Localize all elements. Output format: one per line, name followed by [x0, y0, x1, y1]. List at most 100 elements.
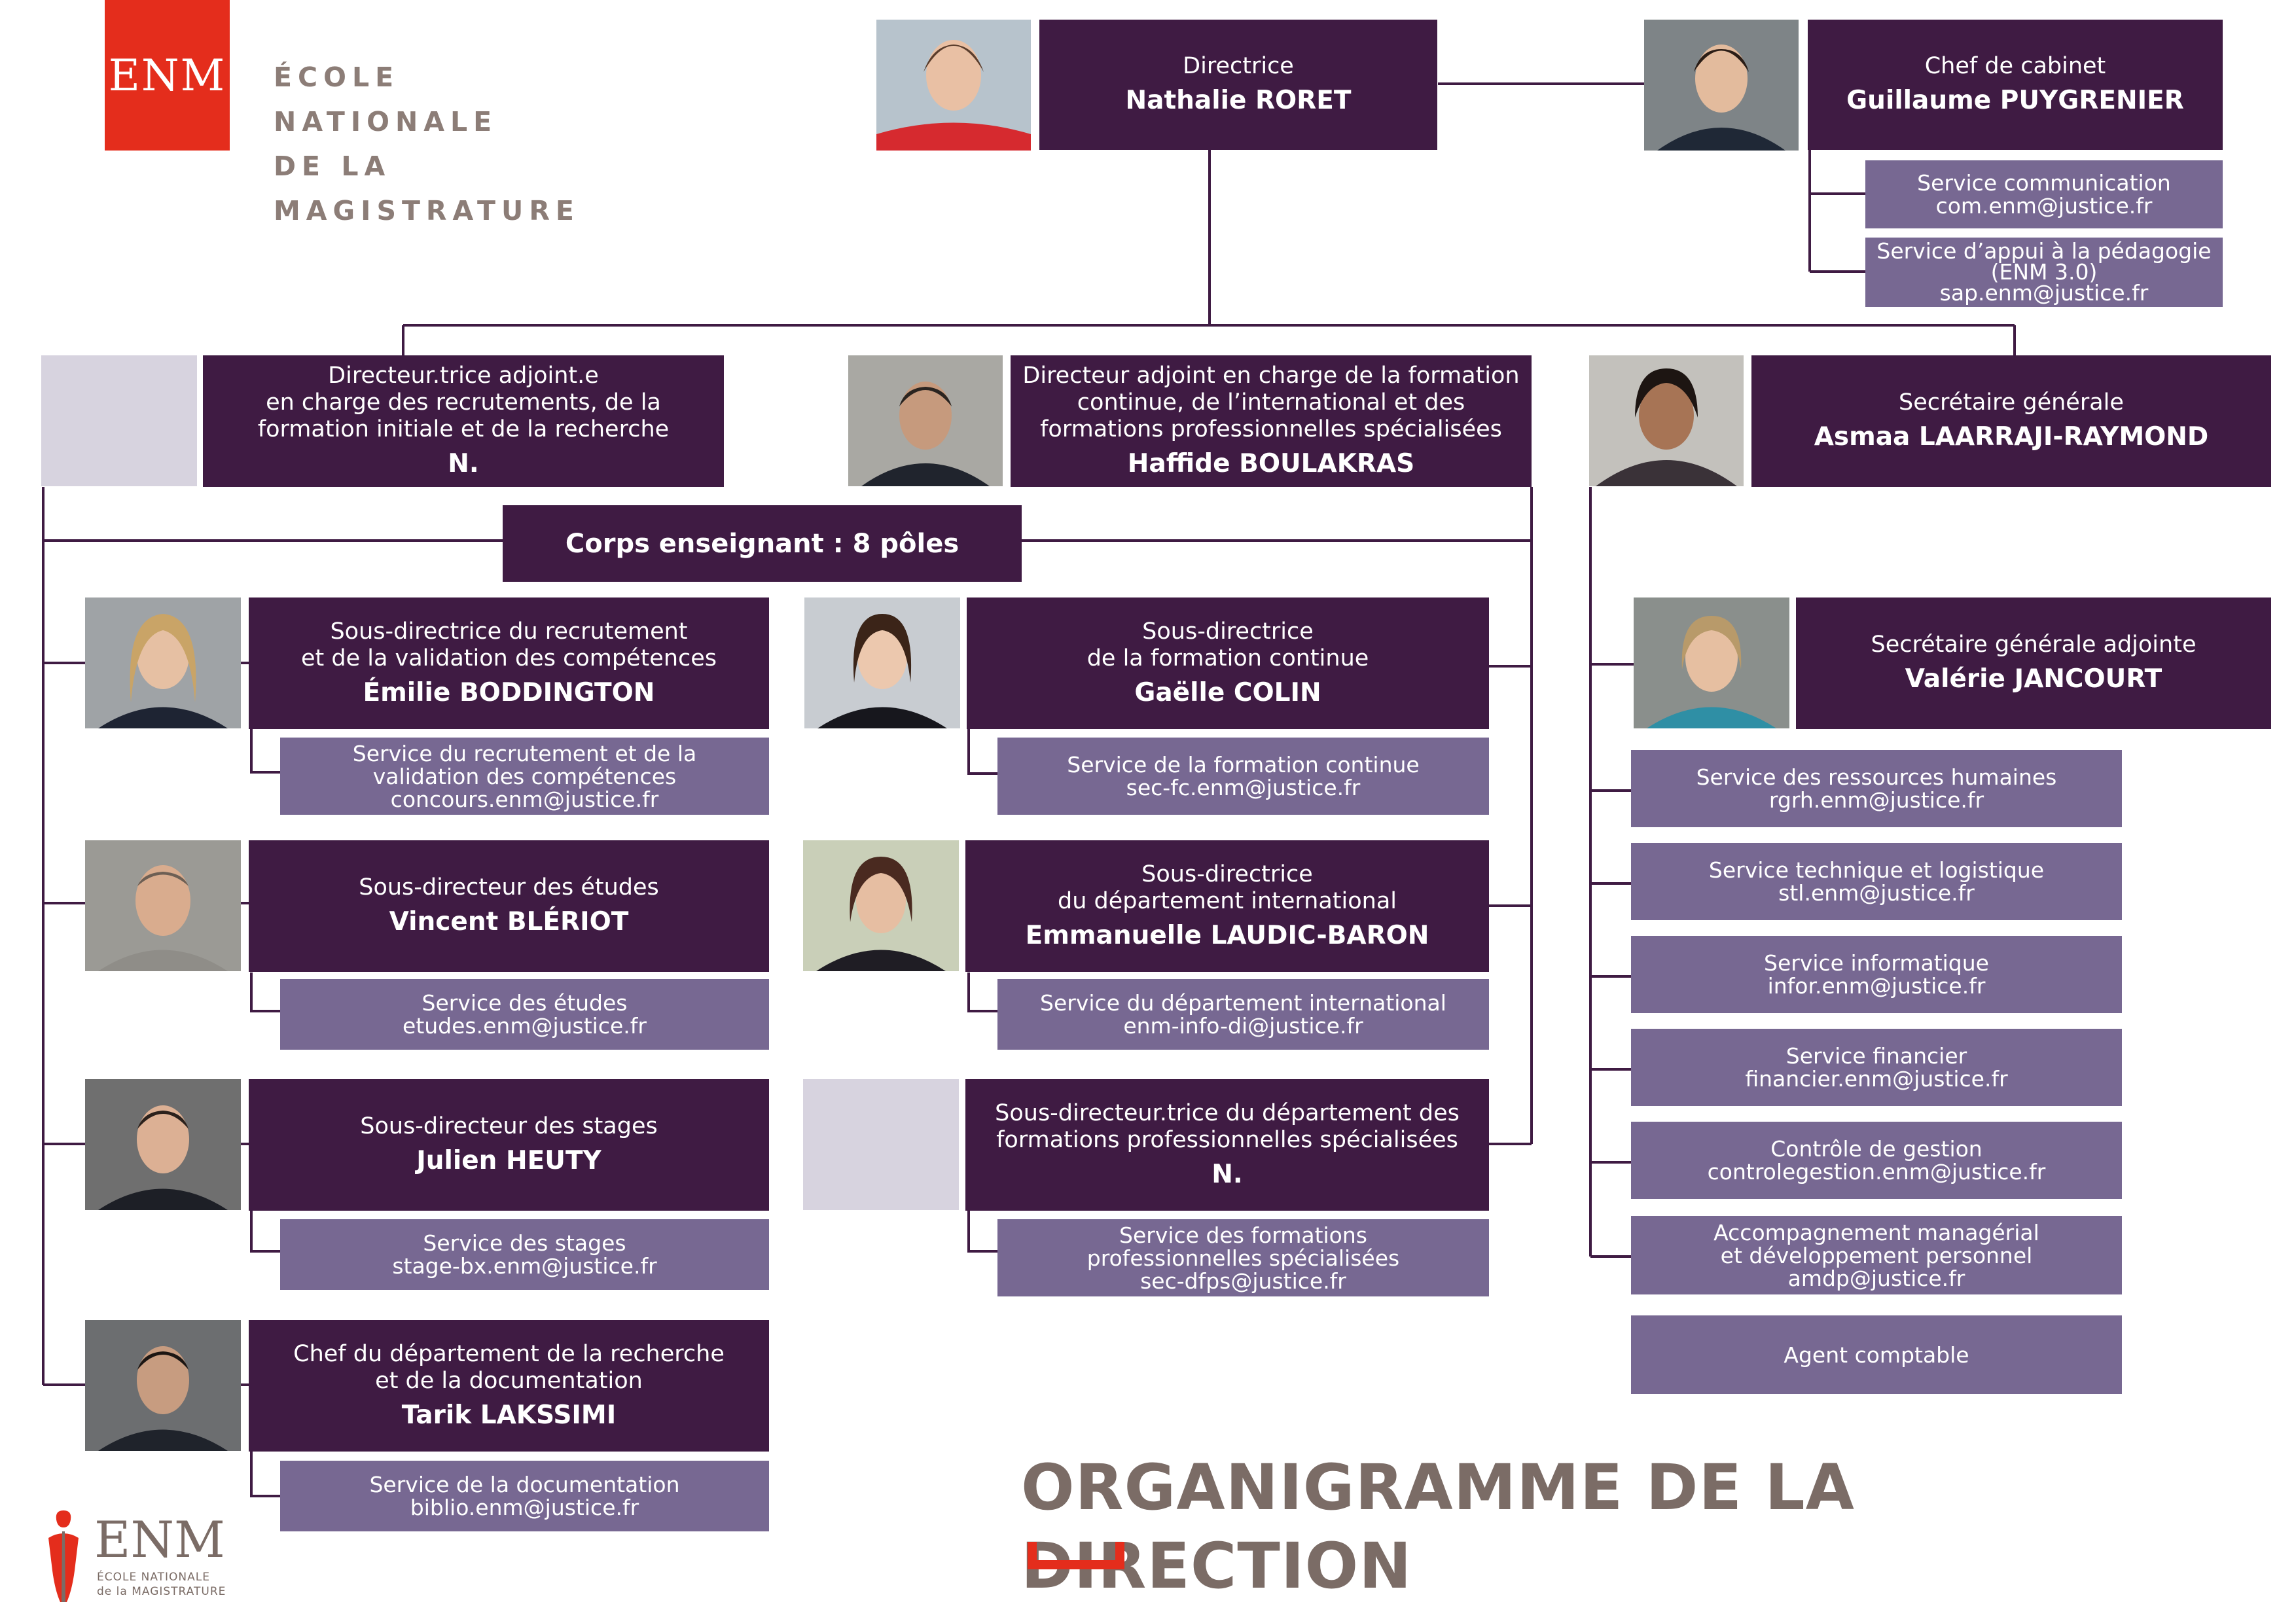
- service-text: Agent comptable: [1784, 1342, 1969, 1368]
- role-label: Chef de cabinet: [1924, 53, 2106, 79]
- service-text: Service des stages stage-bx.enm@justice.…: [392, 1230, 657, 1279]
- school-line: DE LA: [274, 151, 391, 182]
- person-name: Julien HEUTY: [416, 1146, 601, 1175]
- page-title: ORGANIGRAMME DE LA DIRECTION: [1021, 1451, 1855, 1603]
- enm-logo: ENM: [105, 0, 230, 151]
- box-adjoint-recrutement: Directeur.trice adjoint.e en charge des …: [203, 355, 724, 487]
- role-label: Secrétaire générale adjointe: [1871, 632, 2197, 658]
- footer-enm-logo: ENM ÉCOLE NATIONALE de la MAGISTRATURE: [41, 1505, 237, 1603]
- service-text: Service de la documentation biblio.enm@j…: [369, 1472, 680, 1520]
- service-text: Service des formations professionnelles …: [1086, 1222, 1400, 1294]
- service-documentation: Service de la documentation biblio.enm@j…: [280, 1461, 769, 1531]
- person-name: N.: [1211, 1159, 1243, 1189]
- person-name: N.: [448, 449, 479, 478]
- school-line: MAGISTRATURE: [274, 195, 580, 226]
- role-label: Sous-directrice du département internati…: [1057, 861, 1397, 914]
- box-corps-enseignant: Corps enseignant : 8 pôles: [503, 505, 1022, 582]
- service-recrutement: Service du recrutement et de la validati…: [280, 738, 769, 815]
- role-label: Sous-directeur.trice du département des …: [995, 1099, 1460, 1153]
- box-chef-departement-recherche: Chef du département de la recherche et d…: [249, 1320, 769, 1452]
- role-label: Directrice: [1183, 53, 1294, 79]
- service-text: Service informatique infor.enm@justice.f…: [1764, 950, 1989, 999]
- role-label: Sous-directrice de la formation continue: [1086, 618, 1369, 671]
- title-underline-mark: [1028, 1542, 1124, 1569]
- person-name: Tarik LAKSSIMI: [401, 1400, 617, 1430]
- service-text: Service financier financier.enm@justice.…: [1745, 1043, 2008, 1092]
- box-secretaire-generale: Secrétaire générale Asmaa LAARRAJI-RAYMO…: [1751, 355, 2271, 487]
- photo-emilie-boddington: [85, 597, 241, 728]
- corps-enseignant-label: Corps enseignant : 8 pôles: [565, 528, 960, 559]
- service-text: Service du département international enm…: [1040, 990, 1446, 1039]
- photo-guillaume-puygrenier: [1644, 20, 1799, 151]
- role-label: Sous-directeur des stages: [360, 1113, 658, 1139]
- service-etudes: Service des études etudes.enm@justice.fr: [280, 979, 769, 1050]
- box-sous-directrice-recrutement: Sous-directrice du recrutement et de la …: [249, 597, 769, 729]
- photo-emmanuelle-laudic-baron: [803, 840, 959, 971]
- photo-vincent-bleriot: [85, 840, 241, 971]
- box-directrice: Directrice Nathalie RORET: [1039, 20, 1437, 150]
- service-text: Accompagnement managérial et développeme…: [1713, 1219, 2039, 1291]
- footer-logo-line1: ÉCOLE NATIONALE: [97, 1571, 210, 1584]
- role-label: Directeur adjoint en charge de la format…: [1022, 363, 1520, 442]
- service-departement-international: Service du département international enm…: [997, 979, 1489, 1050]
- service-accompagnement-managerial: Accompagnement managérial et développeme…: [1631, 1216, 2122, 1294]
- role-label: Directeur.trice adjoint.e en charge des …: [257, 363, 670, 442]
- service-formation-continue: Service de la formation continue sec-fc.…: [997, 738, 1489, 815]
- school-name: ÉCOLE NATIONALE DE LA MAGISTRATURE: [274, 55, 614, 233]
- service-technique-logistique: Service technique et logistique stl.enm@…: [1631, 843, 2122, 920]
- service-informatique: Service informatique infor.enm@justice.f…: [1631, 936, 2122, 1013]
- footer-figure-icon: [48, 1510, 79, 1602]
- school-line: ÉCOLE: [274, 62, 400, 93]
- service-communication: Service communication com.enm@justice.fr: [1865, 160, 2223, 228]
- role-label: Chef du département de la recherche et d…: [293, 1340, 725, 1394]
- service-ressources-humaines: Service des ressources humaines rgrh.enm…: [1631, 750, 2122, 827]
- service-text: Contrôle de gestion controlegestion.enm@…: [1707, 1136, 2046, 1185]
- box-sous-directeur-dfps: Sous-directeur.trice du département des …: [965, 1079, 1489, 1211]
- service-text: Service de la formation continue sec-fc.…: [1067, 752, 1420, 800]
- service-formations-professionnelles: Service des formations professionnelles …: [997, 1219, 1489, 1296]
- footer-logo-text: ENM: [94, 1510, 225, 1569]
- photo-tarik-lakssimi: [85, 1320, 241, 1451]
- photo-placeholder-sous-directeur-dfps: [803, 1079, 959, 1210]
- box-adjoint-formation: Directeur adjoint en charge de la format…: [1011, 355, 1532, 487]
- person-name: Asmaa LAARRAJI-RAYMOND: [1814, 422, 2209, 452]
- person-name: Nathalie RORET: [1125, 86, 1352, 115]
- person-name: Emmanuelle LAUDIC-BARON: [1025, 920, 1429, 950]
- service-text: Service communication com.enm@justice.fr: [1917, 170, 2171, 219]
- photo-placeholder-adjoint-recrutement: [41, 355, 197, 486]
- person-name: Haffide BOULAKRAS: [1127, 449, 1415, 478]
- box-sous-directeur-etudes: Sous-directeur des études Vincent BLÉRIO…: [249, 840, 769, 972]
- service-appui-pedagogie: Service d’appui à la pédagogie (ENM 3.0)…: [1865, 238, 2223, 307]
- person-name: Vincent BLÉRIOT: [389, 907, 629, 936]
- box-chef-de-cabinet: Chef de cabinet Guillaume PUYGRENIER: [1808, 20, 2223, 150]
- role-label: Secrétaire générale: [1899, 389, 2124, 416]
- role-label: Sous-directrice du recrutement et de la …: [300, 618, 717, 671]
- role-label: Sous-directeur des études: [359, 874, 659, 901]
- photo-nathalie-roret: [876, 20, 1031, 151]
- box-secretaire-generale-adjointe: Secrétaire générale adjointe Valérie JAN…: [1796, 597, 2271, 729]
- school-line: NATIONALE: [274, 106, 498, 137]
- service-stages: Service des stages stage-bx.enm@justice.…: [280, 1219, 769, 1290]
- footer-logo-line2: de la MAGISTRATURE: [97, 1585, 226, 1598]
- photo-asmaa-laarraji-raymond: [1589, 355, 1744, 486]
- photo-gaelle-colin: [804, 597, 960, 728]
- box-sous-directeur-stages: Sous-directeur des stages Julien HEUTY: [249, 1079, 769, 1211]
- service-text: Service du recrutement et de la validati…: [352, 740, 697, 812]
- photo-julien-heuty: [85, 1079, 241, 1210]
- service-text: Service des études etudes.enm@justice.fr: [403, 990, 647, 1039]
- photo-haffide-boulakras: [848, 355, 1003, 486]
- service-text: Service des ressources humaines rgrh.enm…: [1696, 764, 2057, 813]
- service-financier: Service financier financier.enm@justice.…: [1631, 1029, 2122, 1106]
- person-name: Valérie JANCOURT: [1905, 664, 2162, 694]
- person-name: Guillaume PUYGRENIER: [1846, 86, 2184, 115]
- person-name: Émilie BODDINGTON: [363, 677, 655, 707]
- box-sous-directrice-formation-continue: Sous-directrice de la formation continue…: [967, 597, 1489, 729]
- service-text: Service d’appui à la pédagogie (ENM 3.0)…: [1876, 238, 2212, 306]
- photo-valerie-jancourt: [1634, 597, 1789, 728]
- enm-logo-text: ENM: [108, 50, 226, 101]
- service-agent-comptable: Agent comptable: [1631, 1315, 2122, 1394]
- box-sous-directrice-international: Sous-directrice du département internati…: [965, 840, 1489, 972]
- person-name: Gaëlle COLIN: [1134, 677, 1321, 707]
- service-controle-gestion: Contrôle de gestion controlegestion.enm@…: [1631, 1122, 2122, 1199]
- service-text: Service technique et logistique stl.enm@…: [1708, 857, 2045, 906]
